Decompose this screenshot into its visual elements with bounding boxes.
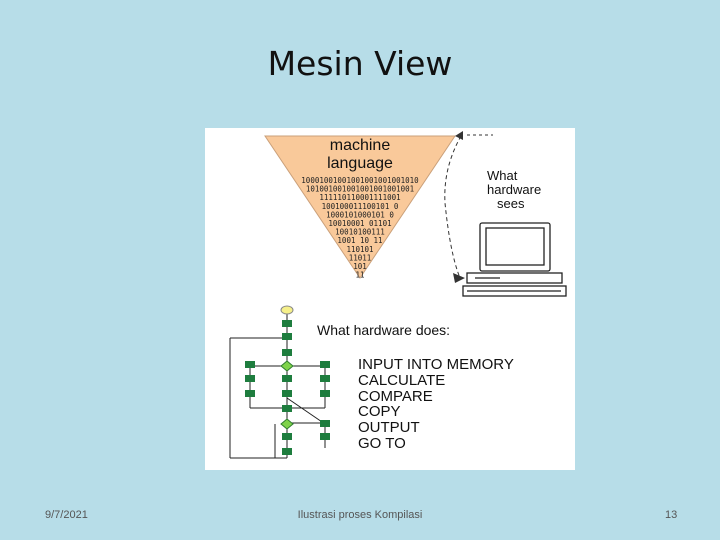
arrow-head-top — [455, 131, 463, 140]
sees-label-line-1: What — [487, 168, 518, 183]
flow-node — [320, 420, 330, 427]
decision-node — [280, 418, 294, 430]
flow-node — [320, 361, 330, 368]
footer-date: 9/7/2021 — [45, 509, 88, 521]
binary-line: 1000101000101 0 — [326, 210, 394, 219]
flow-node — [282, 349, 292, 356]
illustration-canvas: machine language 10001001001001001001001… — [229, 131, 567, 459]
flow-node — [282, 390, 292, 397]
arrow-head — [453, 273, 465, 283]
triangle-heading-line-1: machine — [330, 137, 391, 154]
slide-title: Mesin View — [267, 44, 453, 83]
sees-label-line-2: hardware — [487, 182, 541, 197]
computer-icon — [462, 222, 567, 297]
dashed-arrow-curve — [444, 135, 462, 279]
binary-line: 11 — [355, 271, 364, 280]
operation-item: CALCULATE — [358, 372, 445, 389]
flow-node — [320, 390, 330, 397]
binary-line: 1001 10 11 — [337, 236, 382, 245]
flow-node — [245, 390, 255, 397]
flow-node — [282, 405, 292, 412]
binary-code-lines: 1000100100100100100100101010100100100100… — [301, 176, 419, 280]
binary-line: 10010100111 — [335, 228, 385, 237]
start-node — [280, 305, 294, 315]
binary-line: 101001001001001001001001 — [306, 185, 414, 194]
flow-wires — [229, 310, 326, 459]
flow-node — [282, 448, 292, 455]
flow-node — [245, 375, 255, 382]
binary-line: 10010001 01101 — [328, 219, 391, 228]
binary-line: 111110110001111001 — [319, 193, 400, 202]
flow-node — [282, 433, 292, 440]
flow-node — [282, 375, 292, 382]
binary-line: 101 — [353, 262, 367, 271]
operation-item: OUTPUT — [358, 419, 420, 436]
flow-node — [320, 375, 330, 382]
flow-node — [282, 320, 292, 327]
flow-node — [245, 361, 255, 368]
binary-line: 10001001001001001001001010 — [301, 176, 419, 185]
footer-caption: Ilustrasi proses Kompilasi — [297, 509, 423, 521]
binary-line: 11011 — [349, 253, 372, 262]
operation-item: COPY — [358, 403, 401, 420]
flow-node — [320, 433, 330, 440]
does-label: What hardware does: — [317, 322, 450, 338]
machine-language-triangle — [264, 135, 456, 279]
binary-line: 110101 — [346, 245, 373, 254]
machine-view-illustration: machine language 10001001001001001001001… — [205, 128, 575, 470]
binary-line: 100100011100101 0 — [322, 202, 399, 211]
triangle-heading-line-2: language — [327, 155, 393, 172]
operation-item: INPUT INTO MEMORY — [358, 356, 514, 373]
flow-node — [282, 333, 292, 340]
decision-node — [280, 360, 294, 372]
sees-label-line-3: sees — [497, 196, 525, 211]
footer-page-number: 13 — [665, 509, 678, 521]
operation-item: GO TO — [358, 435, 406, 452]
operation-item: COMPARE — [358, 388, 433, 405]
operations-list: INPUT INTO MEMORY CALCULATE COMPARE COPY… — [358, 356, 514, 452]
flow-nodes — [245, 305, 330, 455]
